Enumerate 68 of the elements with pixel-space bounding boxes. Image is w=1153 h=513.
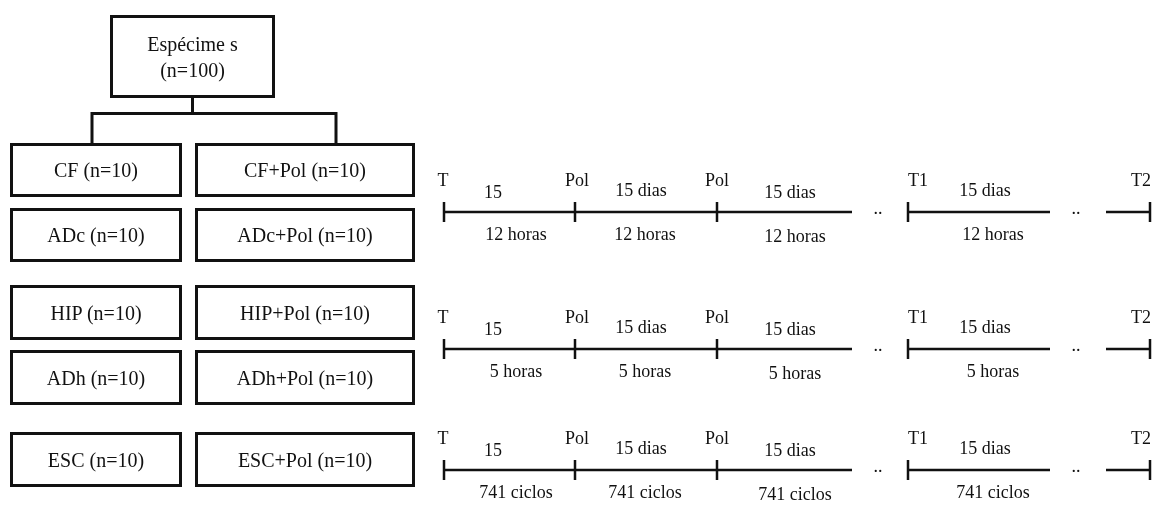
timeline-label: 15 dias [764,318,816,340]
timeline-label: Pol [705,169,729,191]
timeline-label: 5 horas [618,360,672,382]
timeline-label: T1 [908,306,928,328]
timeline-label: 12 horas [764,225,826,247]
timeline-label: T2 [1131,306,1151,328]
group-box [195,350,415,405]
timeline-label: T [437,427,449,449]
timeline-label: 15 dias [959,437,1011,459]
timeline-label: 15 [484,181,502,203]
group-box [10,143,182,197]
box-label: ESC+Pol (n=10) [237,447,373,473]
timeline-label: 741 ciclos [479,481,553,503]
timeline-label: 12 horas [962,223,1024,245]
timeline-label: 15 dias [615,437,667,459]
timeline-label: T1 [908,427,928,449]
timeline-label: Pol [705,306,729,328]
timeline-label: Pol [565,306,589,328]
timeline-label: 5 horas [768,362,822,384]
group-box [195,208,415,262]
timeline-label: .. [873,197,883,219]
group-box [195,285,415,340]
timeline-label: .. [1071,334,1081,356]
timeline-label: .. [873,334,883,356]
timeline-label: T2 [1131,169,1151,191]
bracket-connector [191,98,338,143]
group-box [10,432,182,487]
box-label: HIP (n=10) [50,300,142,326]
timeline-label: 15 dias [959,179,1011,201]
timeline-label: T [437,306,449,328]
group-box [195,143,415,197]
timeline-label: .. [1071,455,1081,477]
box-label: HIP+Pol (n=10) [240,300,370,326]
box-label: ADh (n=10) [46,365,146,391]
timeline-label: 15 dias [764,439,816,461]
timeline-label: 5 horas [489,360,543,382]
timeline-label: 15 dias [615,316,667,338]
timeline-label: T2 [1131,427,1151,449]
group-box [10,208,182,262]
box-label: ADc (n=10) [47,223,145,248]
timeline-label: 15 dias [615,179,667,201]
timeline-label: 741 ciclos [956,481,1030,503]
timeline-label: T [437,169,449,191]
box-label: CF (n=10) [53,158,139,183]
group-box [10,350,182,405]
box-label: Espécime s (n=100) [146,31,239,83]
timeline-label: 15 dias [959,316,1011,338]
timeline-label: Pol [705,427,729,449]
timeline-label: 5 horas [966,360,1020,382]
timeline-label: 15 dias [764,181,816,203]
timeline-label: 741 ciclos [758,483,832,505]
timeline-label: 741 ciclos [608,481,682,503]
group-box [195,432,415,487]
timeline-label: .. [1071,197,1081,219]
box-label: ESC (n=10) [47,447,145,473]
group-box [10,285,182,340]
timeline-label: Pol [565,427,589,449]
box-label: ADc+Pol (n=10) [237,223,373,248]
box-label: CF+Pol (n=10) [244,158,366,183]
timeline-label: T1 [908,169,928,191]
timeline-label: 12 horas [485,223,547,245]
timeline-label: 12 horas [614,223,676,245]
timeline-label: .. [873,455,883,477]
timeline-label: 15 [484,439,502,461]
timeline-label: 15 [484,318,502,340]
group-box [110,15,275,98]
timeline-label: Pol [565,169,589,191]
box-label: ADh+Pol (n=10) [236,365,374,391]
